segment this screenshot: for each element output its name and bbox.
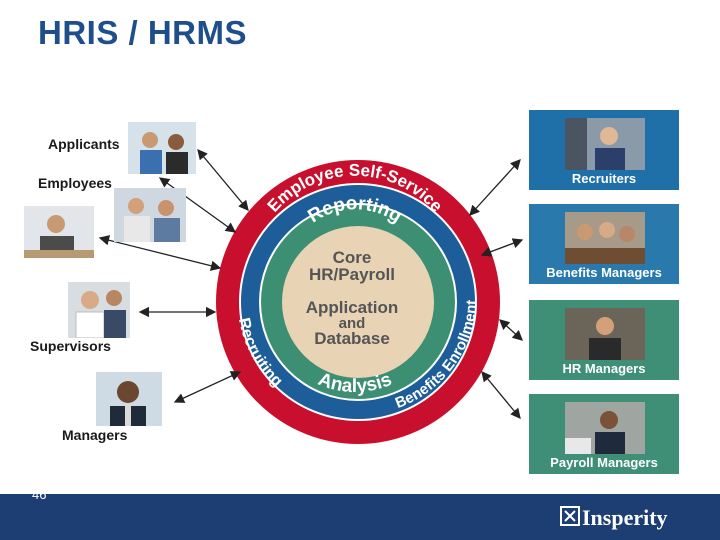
arrow-managers — [173, 371, 242, 403]
ring-label-intranet: Intranet — [328, 439, 392, 461]
footer-bar — [0, 494, 720, 540]
recruiters-photo — [565, 118, 645, 170]
core-line-1: Core — [333, 248, 372, 267]
label-benefits-managers: Benefits Managers — [546, 265, 662, 280]
applicants-photo — [128, 122, 196, 174]
arrow-benefits-managers — [480, 238, 524, 257]
arrow-employees — [158, 177, 237, 233]
panel-hr-managers: HR Managers — [529, 300, 679, 380]
label-recruiters: Recruiters — [571, 171, 637, 186]
page-number: 46 — [32, 487, 47, 502]
label-applicants: Applicants — [48, 136, 120, 152]
employees-photo — [114, 188, 186, 242]
core-line-3: Application — [306, 298, 399, 317]
hr-managers-photo — [565, 308, 645, 360]
panel-payroll-managers: Payroll Managers — [529, 394, 679, 474]
arrow-employees-2 — [98, 235, 222, 271]
label-employees: Employees — [38, 175, 112, 191]
panel-recruiters: Recruiters — [529, 110, 679, 190]
label-supervisors: Supervisors — [30, 338, 111, 354]
managers-photo — [96, 372, 162, 426]
supervisors-photo — [68, 282, 130, 338]
core-circle — [282, 226, 434, 378]
payroll-managers-photo — [565, 402, 645, 454]
arrow-payroll-managers — [481, 370, 521, 420]
benefits-managers-photo — [565, 212, 645, 264]
core-line-5: Database — [314, 329, 390, 348]
arrow-hr-managers — [499, 319, 523, 341]
arrow-recruiters — [469, 159, 521, 216]
core-line-4: and — [339, 315, 366, 332]
employee-phone-photo — [24, 206, 94, 258]
label-hr-managers: HR Managers — [562, 361, 646, 376]
core-line-2: HR/Payroll — [309, 265, 395, 284]
label-payroll-managers: Payroll Managers — [550, 455, 658, 470]
arrow-applicants — [197, 149, 249, 211]
insperity-logo: Insperity — [582, 505, 668, 530]
panel-benefits-managers: Benefits Managers — [529, 204, 679, 284]
label-managers: Managers — [62, 427, 128, 443]
insperity-logo-icon — [560, 506, 580, 526]
page-title: HRIS / HRMS — [38, 14, 248, 51]
